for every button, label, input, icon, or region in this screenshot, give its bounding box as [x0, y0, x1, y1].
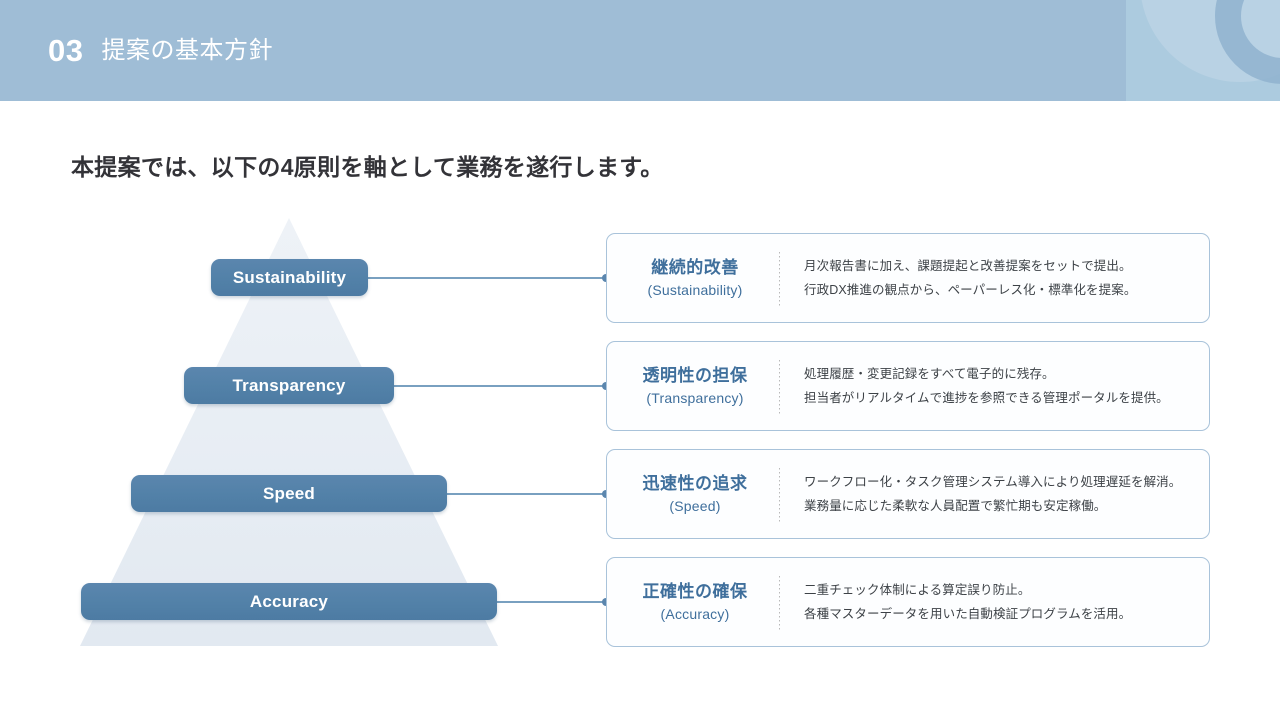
description-line: 各種マスターデータを用いた自動検証プログラムを活用。 — [804, 607, 1132, 621]
pyramid-level-label: Speed — [262, 483, 316, 503]
principle-label-ja: 透明性の担保 — [642, 365, 748, 385]
principle-label-ja: 正確性の確保 — [642, 581, 748, 601]
card-divider — [779, 466, 780, 522]
principle-label-ja: 継続的改善 — [651, 257, 739, 277]
principle-card-description: 処理履歴・変更記録をすべて電子的に残存。 担当者がリアルタイムで進捗を参照できる… — [780, 362, 1209, 411]
pyramid-level-sustainability[interactable]: Sustainability — [211, 259, 368, 296]
pyramid-level-transparency[interactable]: Transparency — [184, 367, 394, 404]
lead-statement: 本提案では、以下の4原則を軸として業務を遂行します。 — [71, 154, 664, 180]
connector-line-accuracy — [490, 601, 606, 603]
card-divider — [779, 574, 780, 630]
description-line: 担当者がリアルタイムで進捗を参照できる管理ポータルを提供。 — [804, 391, 1169, 405]
connector-line-sustainability — [360, 277, 606, 279]
principle-card-label: 透明性の担保 (Transparency) — [607, 364, 779, 409]
pyramid-level-speed[interactable]: Speed — [131, 475, 447, 512]
description-line: ワークフロー化・タスク管理システム導入により処理遅延を解消。 — [804, 474, 1182, 489]
principle-label-en: (Speed) — [669, 498, 721, 515]
pyramid-level-label: Transparency — [232, 375, 346, 395]
principle-label-en: (Transparency) — [646, 390, 744, 407]
connector-line-speed — [440, 493, 606, 495]
pyramid-level-label: Accuracy — [249, 591, 329, 611]
description-line: 二重チェック体制による算定誤り防止。 — [804, 582, 1031, 597]
principle-card-description: ワークフロー化・タスク管理システム導入により処理遅延を解消。 業務量に応じた柔軟… — [780, 470, 1209, 519]
slide-header: 03 提案の基本方針 — [0, 0, 1280, 101]
principle-card-label: 迅速性の追求 (Speed) — [607, 472, 779, 517]
principle-card-description: 二重チェック体制による算定誤り防止。 各種マスターデータを用いた自動検証プログラ… — [780, 578, 1209, 627]
principle-card[interactable]: 迅速性の追求 (Speed) ワークフロー化・タスク管理システム導入により処理遅… — [606, 449, 1210, 539]
principle-card-label: 正確性の確保 (Accuracy) — [607, 580, 779, 625]
principle-card[interactable]: 透明性の担保 (Transparency) 処理履歴・変更記録をすべて電子的に残… — [606, 341, 1210, 431]
principle-label-ja: 迅速性の追求 — [642, 473, 748, 493]
principle-label-en: (Accuracy) — [660, 606, 730, 623]
page-title: 提案の基本方針 — [101, 36, 273, 64]
principle-card-description: 月次報告書に加え、課題提起と改善提案をセットで提出。 行政DX推進の観点から、ペ… — [780, 254, 1209, 303]
header-content: 03 提案の基本方針 — [48, 0, 273, 101]
pyramid-level-label: Sustainability — [232, 267, 347, 287]
pyramid-level-accuracy[interactable]: Accuracy — [81, 583, 497, 620]
description-line: 月次報告書に加え、課題提起と改善提案をセットで提出。 — [804, 258, 1132, 273]
card-divider — [779, 250, 780, 306]
connector-line-transparency — [386, 385, 606, 387]
description-line: 処理履歴・変更記録をすべて電子的に残存。 — [804, 366, 1055, 381]
description-line: 業務量に応じた柔軟な人員配置で繁忙期も安定稼働。 — [804, 499, 1107, 513]
card-divider — [779, 358, 780, 414]
principle-label-en: (Sustainability) — [647, 282, 743, 299]
principle-card[interactable]: 正確性の確保 (Accuracy) 二重チェック体制による算定誤り防止。 各種マ… — [606, 557, 1210, 647]
principle-card[interactable]: 継続的改善 (Sustainability) 月次報告書に加え、課題提起と改善提… — [606, 233, 1210, 323]
section-number: 03 — [48, 33, 84, 68]
description-line: 行政DX推進の観点から、ペーパーレス化・標準化を提案。 — [804, 283, 1137, 297]
principle-card-label: 継続的改善 (Sustainability) — [607, 256, 779, 301]
